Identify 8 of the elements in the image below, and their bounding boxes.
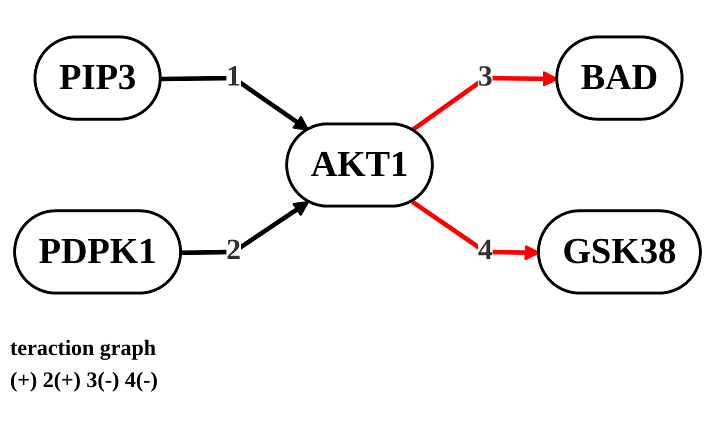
arrow (161, 76, 310, 131)
edge-label: 3 (478, 62, 493, 93)
edge-label: 2 (226, 235, 241, 267)
note-text: (+) 2(+) 3(-) 4(-) (10, 367, 158, 393)
arrow (181, 201, 310, 256)
edge-label: 4 (478, 235, 493, 267)
edge-label: 1 (226, 62, 241, 93)
note-text: teraction graph (10, 335, 158, 361)
